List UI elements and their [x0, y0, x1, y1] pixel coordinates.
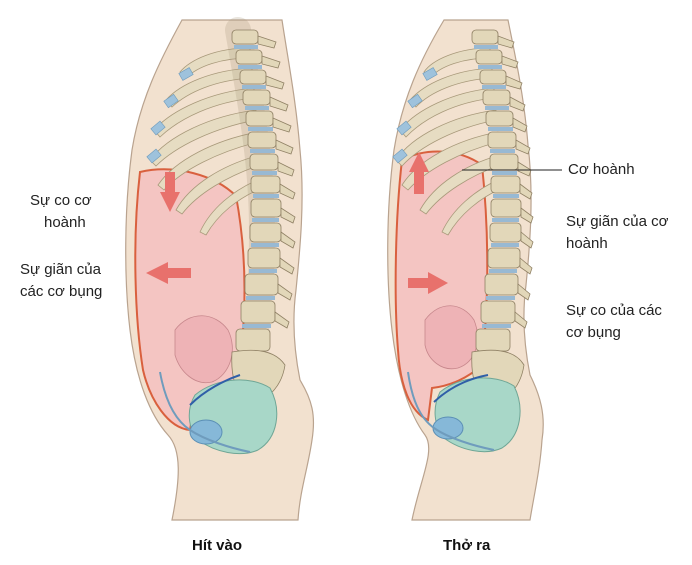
- diaphragm-contract-label: Sự co cơ hoành: [30, 190, 92, 234]
- pelvis: [434, 377, 521, 453]
- inhale-caption: Hít vào: [192, 537, 243, 554]
- label-line: hoành: [44, 214, 86, 231]
- inhale-figure: [125, 17, 315, 521]
- organ-outline: [174, 315, 233, 384]
- exhale-caption: Thở ra: [443, 537, 491, 554]
- pubic-bone: [189, 419, 223, 445]
- costal-cartilage: [146, 67, 194, 164]
- abdominal-wall-outline: [159, 371, 251, 453]
- costal-cartilage: [392, 67, 438, 164]
- pelvic-floor: [189, 374, 241, 406]
- label-line: các cơ bụng: [20, 283, 103, 300]
- pelvic-floor: [433, 374, 489, 403]
- arrow-right-icon: [408, 272, 448, 294]
- label-line: Sự co cơ: [30, 192, 92, 209]
- spine: [225, 17, 296, 403]
- label-line: hoành: [566, 235, 608, 252]
- diaphragm-relax-label: Sự giãn của cơ hoành: [566, 211, 668, 255]
- exhale-figure: [387, 19, 562, 521]
- label-line: Sự co của các: [566, 302, 662, 319]
- label-line: Sự giãn của: [20, 261, 101, 278]
- abdominal-wall-outline: [407, 371, 495, 451]
- rib-cage: [149, 47, 263, 236]
- arrow-up-icon: [409, 152, 429, 194]
- abdominal-contract-label: Sự co của các cơ bụng: [566, 300, 662, 344]
- label-line: Sự giãn của cơ: [566, 213, 669, 230]
- arrow-down-icon: [160, 172, 180, 212]
- label-line: cơ bụng: [566, 324, 621, 341]
- abdominal-relax-label: Sự giãn của các cơ bụng: [20, 259, 102, 303]
- arrow-left-icon: [146, 262, 191, 284]
- organ-outline: [424, 305, 478, 370]
- diaphragm-callout-label: Cơ hoành: [568, 161, 635, 178]
